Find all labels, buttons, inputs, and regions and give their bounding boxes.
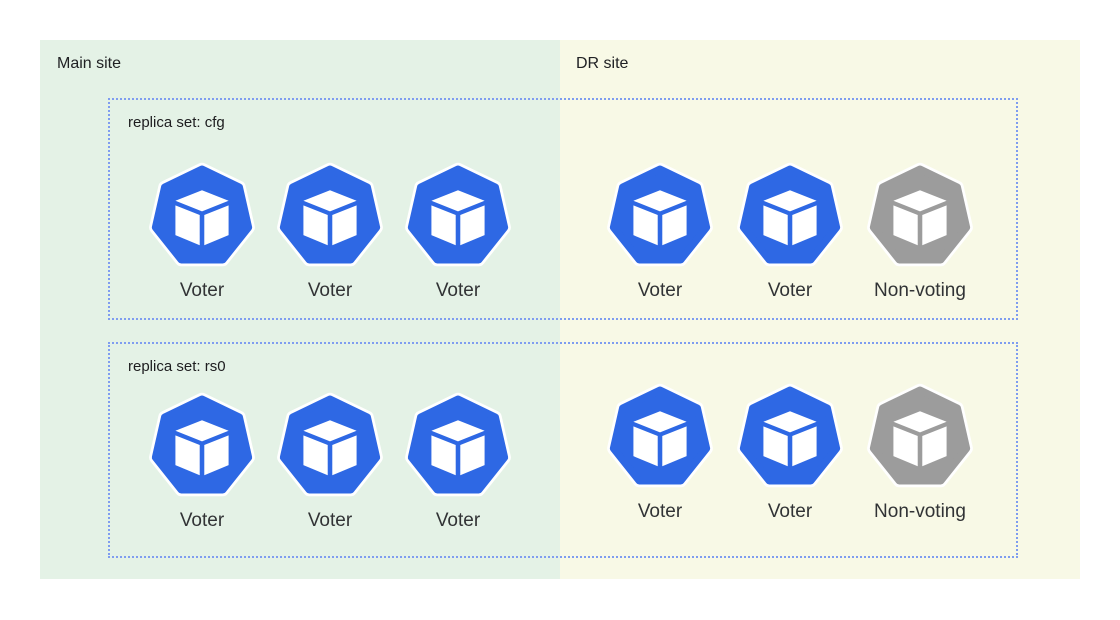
main-site-label: Main site (57, 55, 122, 72)
rs0-main-nodes-row: Voter Voter Voter (147, 390, 513, 532)
node-label: Voter (637, 280, 683, 301)
node-voter: Voter (403, 390, 513, 532)
node-label: Voter (637, 501, 683, 522)
pod-icon (403, 390, 513, 500)
dr-site-panel (560, 40, 1080, 579)
pod-icon (275, 390, 385, 500)
pod-icon (275, 160, 385, 270)
node-voter: Voter (403, 160, 513, 302)
node-voter: Voter (735, 381, 845, 523)
node-label: Voter (767, 501, 813, 522)
node-voter: Voter (605, 381, 715, 523)
replica-set-cfg-label: replica set: cfg (128, 114, 225, 131)
pod-icon (403, 160, 513, 270)
node-voter: Voter (275, 160, 385, 302)
node-label: Voter (767, 280, 813, 301)
dr-site-label: DR site (576, 55, 629, 72)
pod-icon (735, 160, 845, 270)
rs0-dr-nodes-row: Voter Voter Non-voting (605, 381, 975, 523)
cfg-main-nodes-row: Voter Voter Voter (147, 160, 513, 302)
node-voter: Voter (735, 160, 845, 302)
node-label: Voter (179, 280, 225, 301)
cfg-dr-nodes-row: Voter Voter Non-voting (605, 160, 975, 302)
node-label: Non-voting (874, 501, 966, 522)
pod-icon (147, 160, 257, 270)
pod-icon (605, 381, 715, 491)
replica-set-rs0-box: replica set: rs0 (108, 342, 1018, 558)
node-voter: Voter (147, 390, 257, 532)
node-non-voting: Non-voting (865, 381, 975, 523)
node-label: Voter (307, 280, 353, 301)
replica-set-cfg-box: replica set: cfg (108, 98, 1018, 320)
node-voter: Voter (275, 390, 385, 532)
pod-icon (865, 160, 975, 270)
node-label: Non-voting (874, 280, 966, 301)
node-label: Voter (435, 280, 481, 301)
node-label: Voter (307, 510, 353, 531)
node-voter: Voter (147, 160, 257, 302)
node-label: Voter (435, 510, 481, 531)
node-non-voting: Non-voting (865, 160, 975, 302)
node-label: Voter (179, 510, 225, 531)
pod-icon (605, 160, 715, 270)
replica-set-rs0-label: replica set: rs0 (128, 358, 226, 375)
pod-icon (735, 381, 845, 491)
node-voter: Voter (605, 160, 715, 302)
pod-icon (865, 381, 975, 491)
pod-icon (147, 390, 257, 500)
